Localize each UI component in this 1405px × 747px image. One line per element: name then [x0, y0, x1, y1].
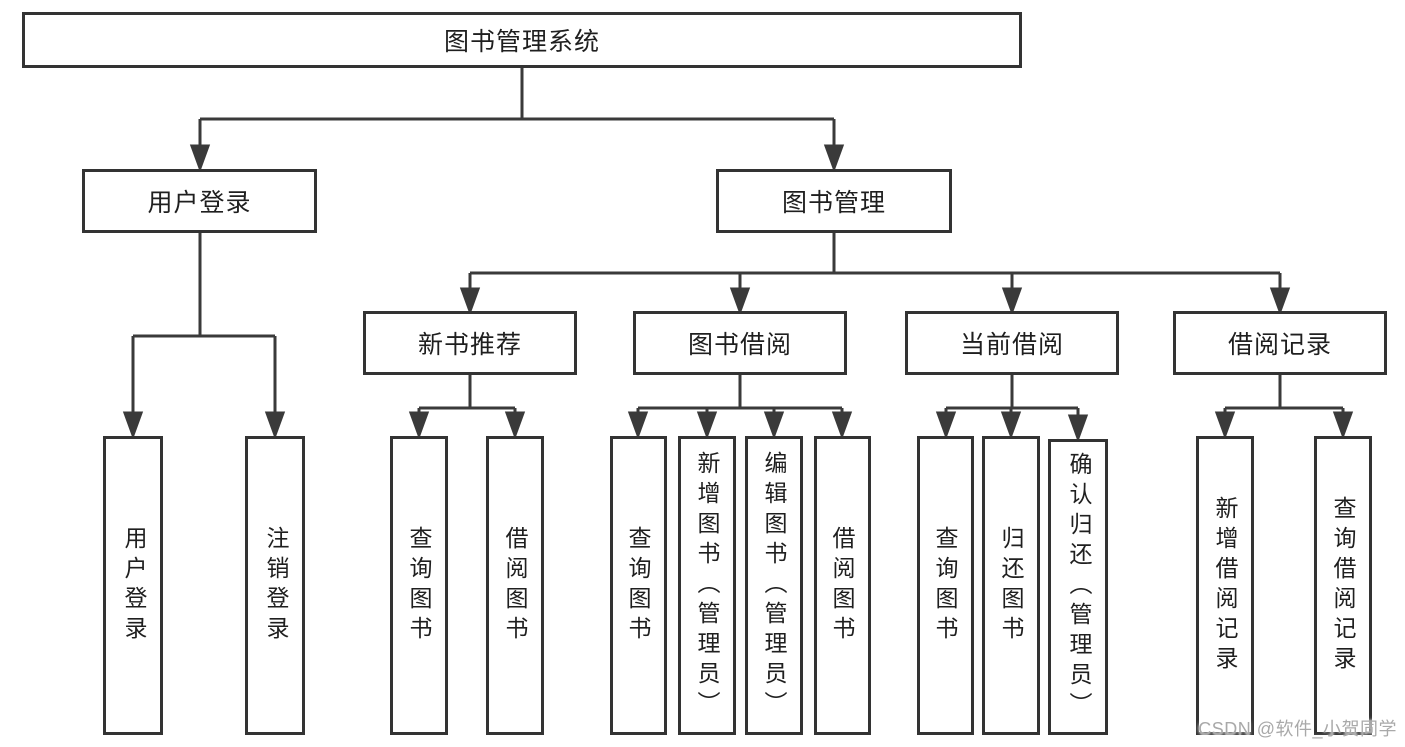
- connector-line: [636, 375, 844, 416]
- arrowhead: [1269, 287, 1291, 316]
- connector-new-book-recommend-to-leaves: [408, 375, 526, 440]
- leaf-logout: 注销登录: [245, 436, 305, 735]
- node-library-management-system: 图书管理系统: [22, 12, 1022, 68]
- connector-book-borrow-to-leaves: [627, 375, 853, 440]
- leaf-borrow-query-books: 查询图书: [610, 436, 667, 735]
- arrowhead: [729, 287, 751, 316]
- leaf-current-query-books: 查询图书: [917, 436, 974, 735]
- leaf-add-borrow-record: 新增借阅记录: [1196, 436, 1254, 735]
- arrowhead: [935, 411, 957, 440]
- connector-book-management-to-level3: [459, 233, 1291, 316]
- arrowhead: [831, 411, 853, 440]
- connector-line: [468, 233, 1282, 292]
- leaf-return-book: 归还图书: [982, 436, 1040, 735]
- connector-line: [198, 68, 836, 150]
- node-new-book-recommend: 新书推荐: [363, 311, 577, 375]
- leaf-query-borrow-record: 查询借阅记录: [1314, 436, 1372, 735]
- arrowhead: [1000, 411, 1022, 440]
- leaf-confirm-return-admin: 确认归还（管理员）: [1048, 439, 1108, 735]
- connector-root-to-level2: [189, 68, 845, 173]
- connector-line: [417, 375, 517, 416]
- arrowhead: [1214, 411, 1236, 440]
- arrowhead: [1332, 411, 1354, 440]
- arrowhead: [1001, 287, 1023, 316]
- arrowhead: [627, 411, 649, 440]
- leaf-user-login: 用户登录: [103, 436, 163, 735]
- node-book-management: 图书管理: [716, 169, 952, 233]
- csdn-watermark: CSDN @软件_小贺同学: [1198, 719, 1397, 739]
- connector-user-login-to-leaves: [122, 233, 286, 440]
- node-user-login: 用户登录: [82, 169, 317, 233]
- leaf-recommend-borrow-books: 借阅图书: [486, 436, 544, 735]
- arrowhead: [189, 144, 211, 173]
- connector-line: [131, 233, 277, 416]
- arrowhead: [696, 411, 718, 440]
- leaf-add-book-admin: 新增图书（管理员）: [678, 436, 736, 735]
- connector-line: [1223, 375, 1345, 416]
- connector-current-borrow-to-leaves: [935, 375, 1089, 443]
- arrowhead: [459, 287, 481, 316]
- arrowhead: [408, 411, 430, 440]
- arrowhead: [504, 411, 526, 440]
- leaf-edit-book-admin: 编辑图书（管理员）: [745, 436, 803, 735]
- arrowhead: [1067, 414, 1089, 443]
- node-current-borrow: 当前借阅: [905, 311, 1119, 375]
- node-book-borrow: 图书借阅: [633, 311, 847, 375]
- node-borrow-records: 借阅记录: [1173, 311, 1387, 375]
- arrowhead: [264, 411, 286, 440]
- arrowhead: [823, 144, 845, 173]
- leaf-borrow-borrow-books: 借阅图书: [814, 436, 871, 735]
- leaf-recommend-query-books: 查询图书: [390, 436, 448, 735]
- arrowhead: [122, 411, 144, 440]
- arrowhead: [763, 411, 785, 440]
- connector-borrow-records-to-leaves: [1214, 375, 1354, 440]
